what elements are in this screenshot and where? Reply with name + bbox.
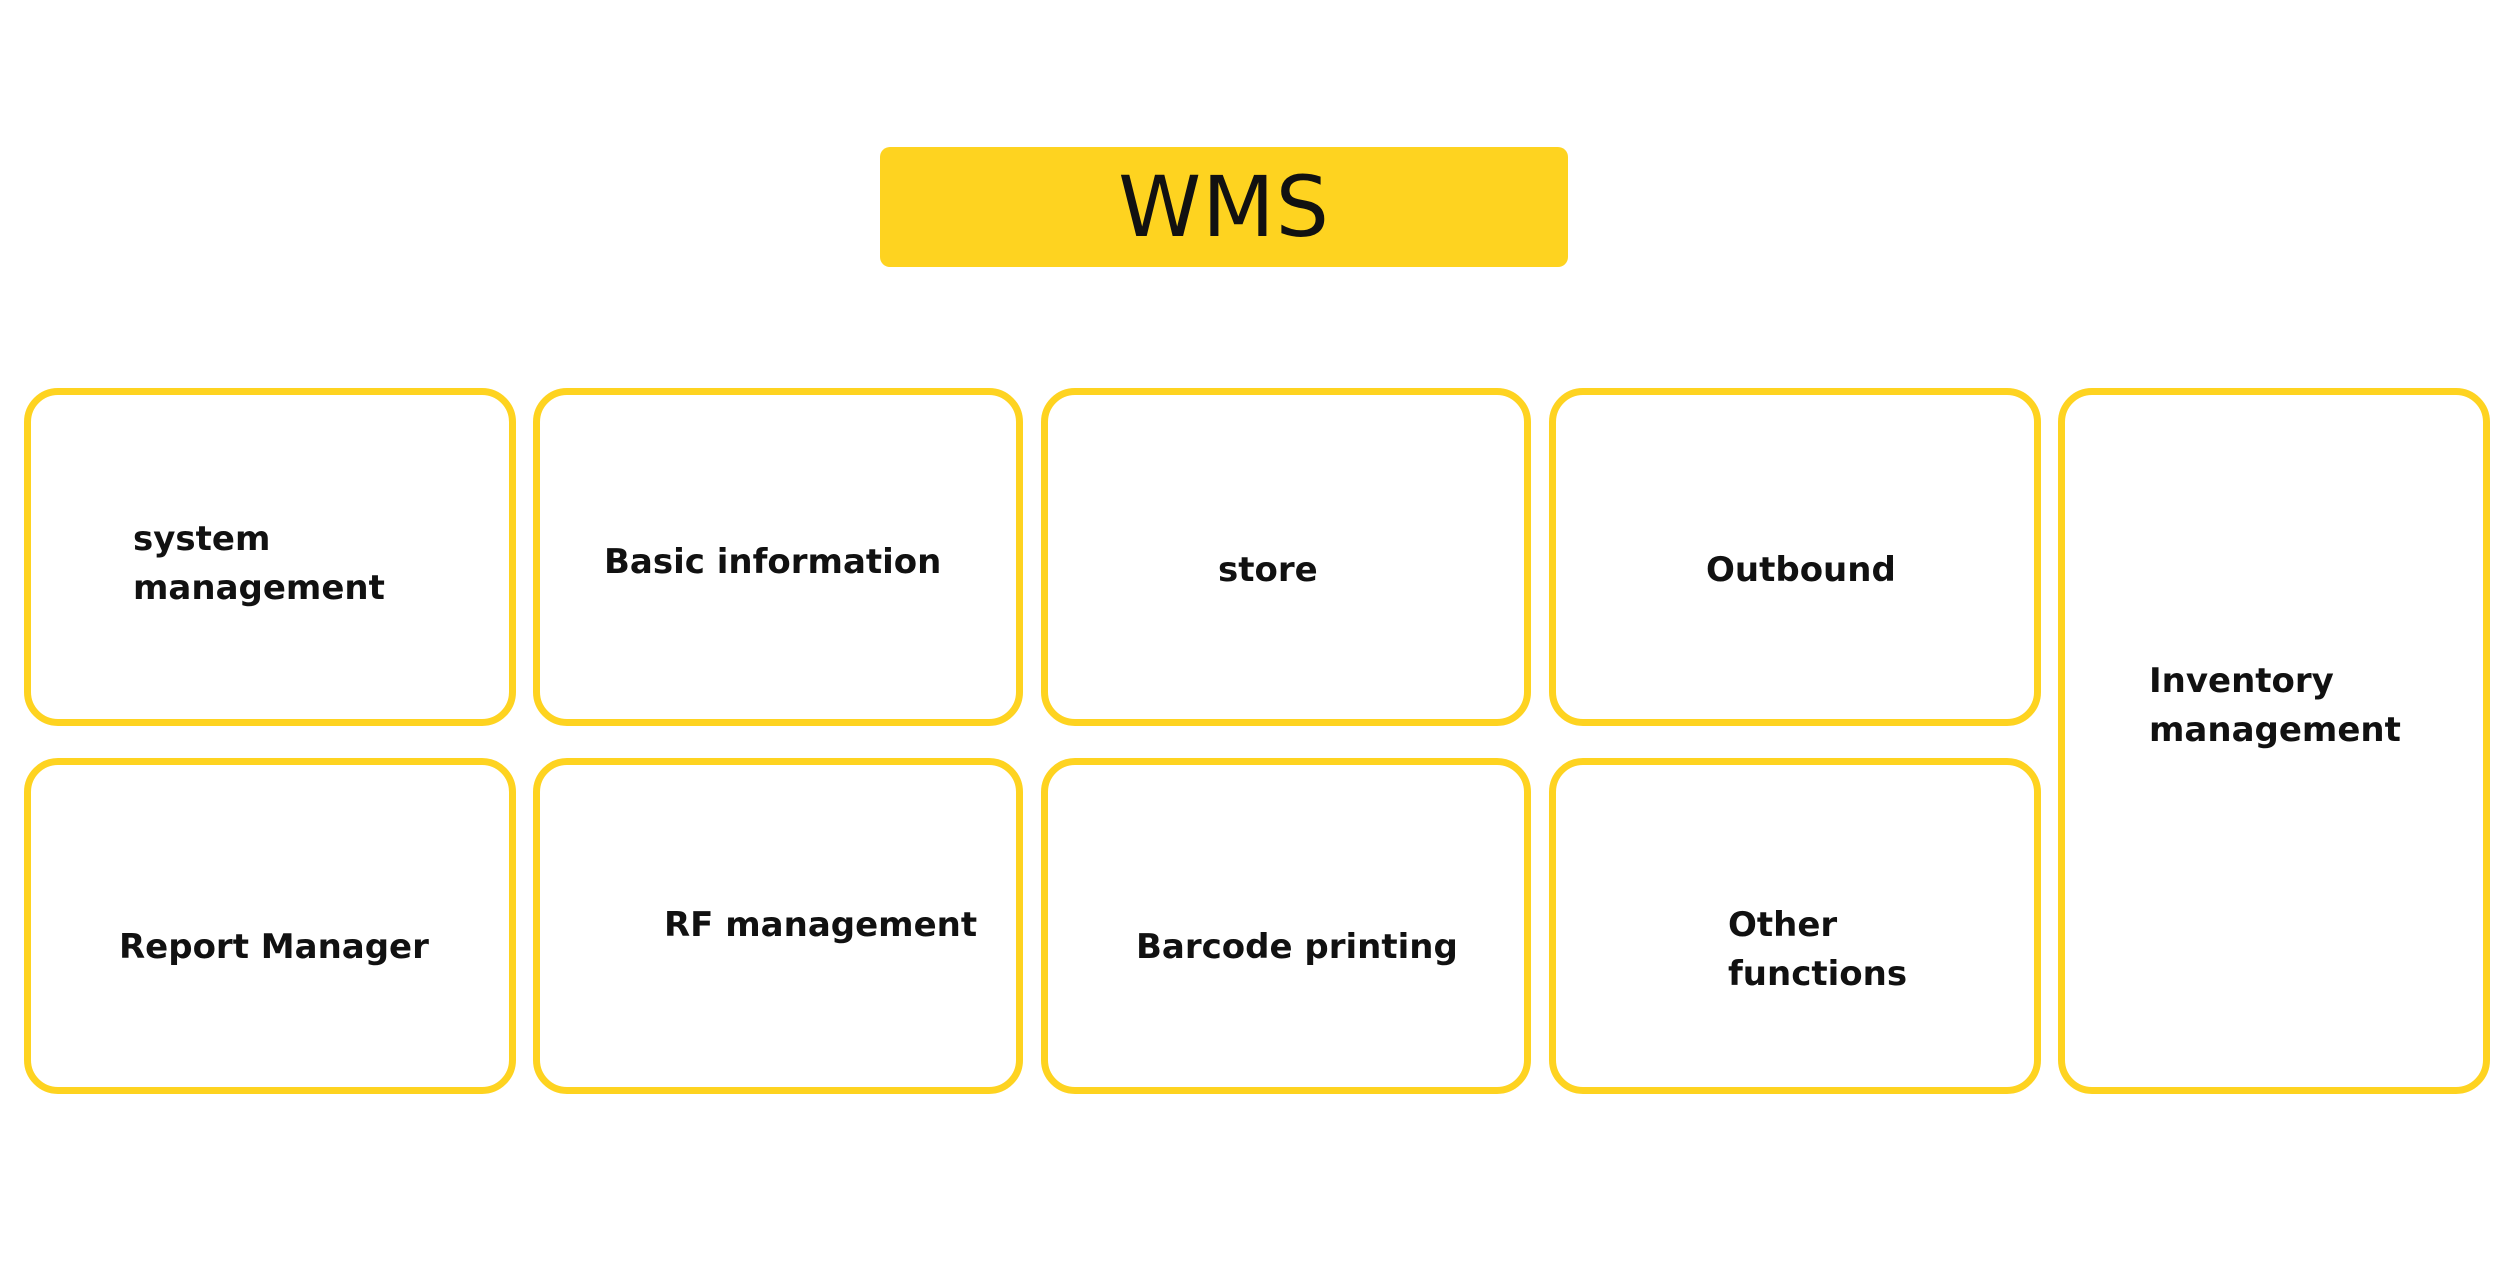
- module-store[interactable]: store: [1041, 388, 1531, 726]
- module-outbound[interactable]: Outbound: [1549, 388, 2041, 726]
- module-label: Outbound: [1706, 550, 1896, 590]
- module-label: Report Manager: [119, 927, 429, 967]
- module-rf-management[interactable]: RF management: [533, 758, 1023, 1094]
- module-basic-information[interactable]: Basic information: [533, 388, 1023, 726]
- module-report-manager[interactable]: Report Manager: [24, 758, 516, 1094]
- title-box: WMS: [880, 147, 1568, 267]
- module-system-management[interactable]: system management: [24, 388, 516, 726]
- module-label: store: [1218, 550, 1318, 590]
- page-title: WMS: [1118, 158, 1330, 256]
- module-label: Barcode printing: [1136, 927, 1458, 967]
- module-label: Other functions: [1728, 905, 1908, 994]
- module-label: RF management: [664, 905, 978, 945]
- module-inventory-management[interactable]: Inventory management: [2058, 388, 2490, 1094]
- module-other-functions[interactable]: Other functions: [1549, 758, 2041, 1094]
- module-label: Basic information: [604, 542, 942, 582]
- module-label: system management: [133, 519, 385, 608]
- module-barcode-printing[interactable]: Barcode printing: [1041, 758, 1531, 1094]
- module-label: Inventory management: [2149, 661, 2401, 750]
